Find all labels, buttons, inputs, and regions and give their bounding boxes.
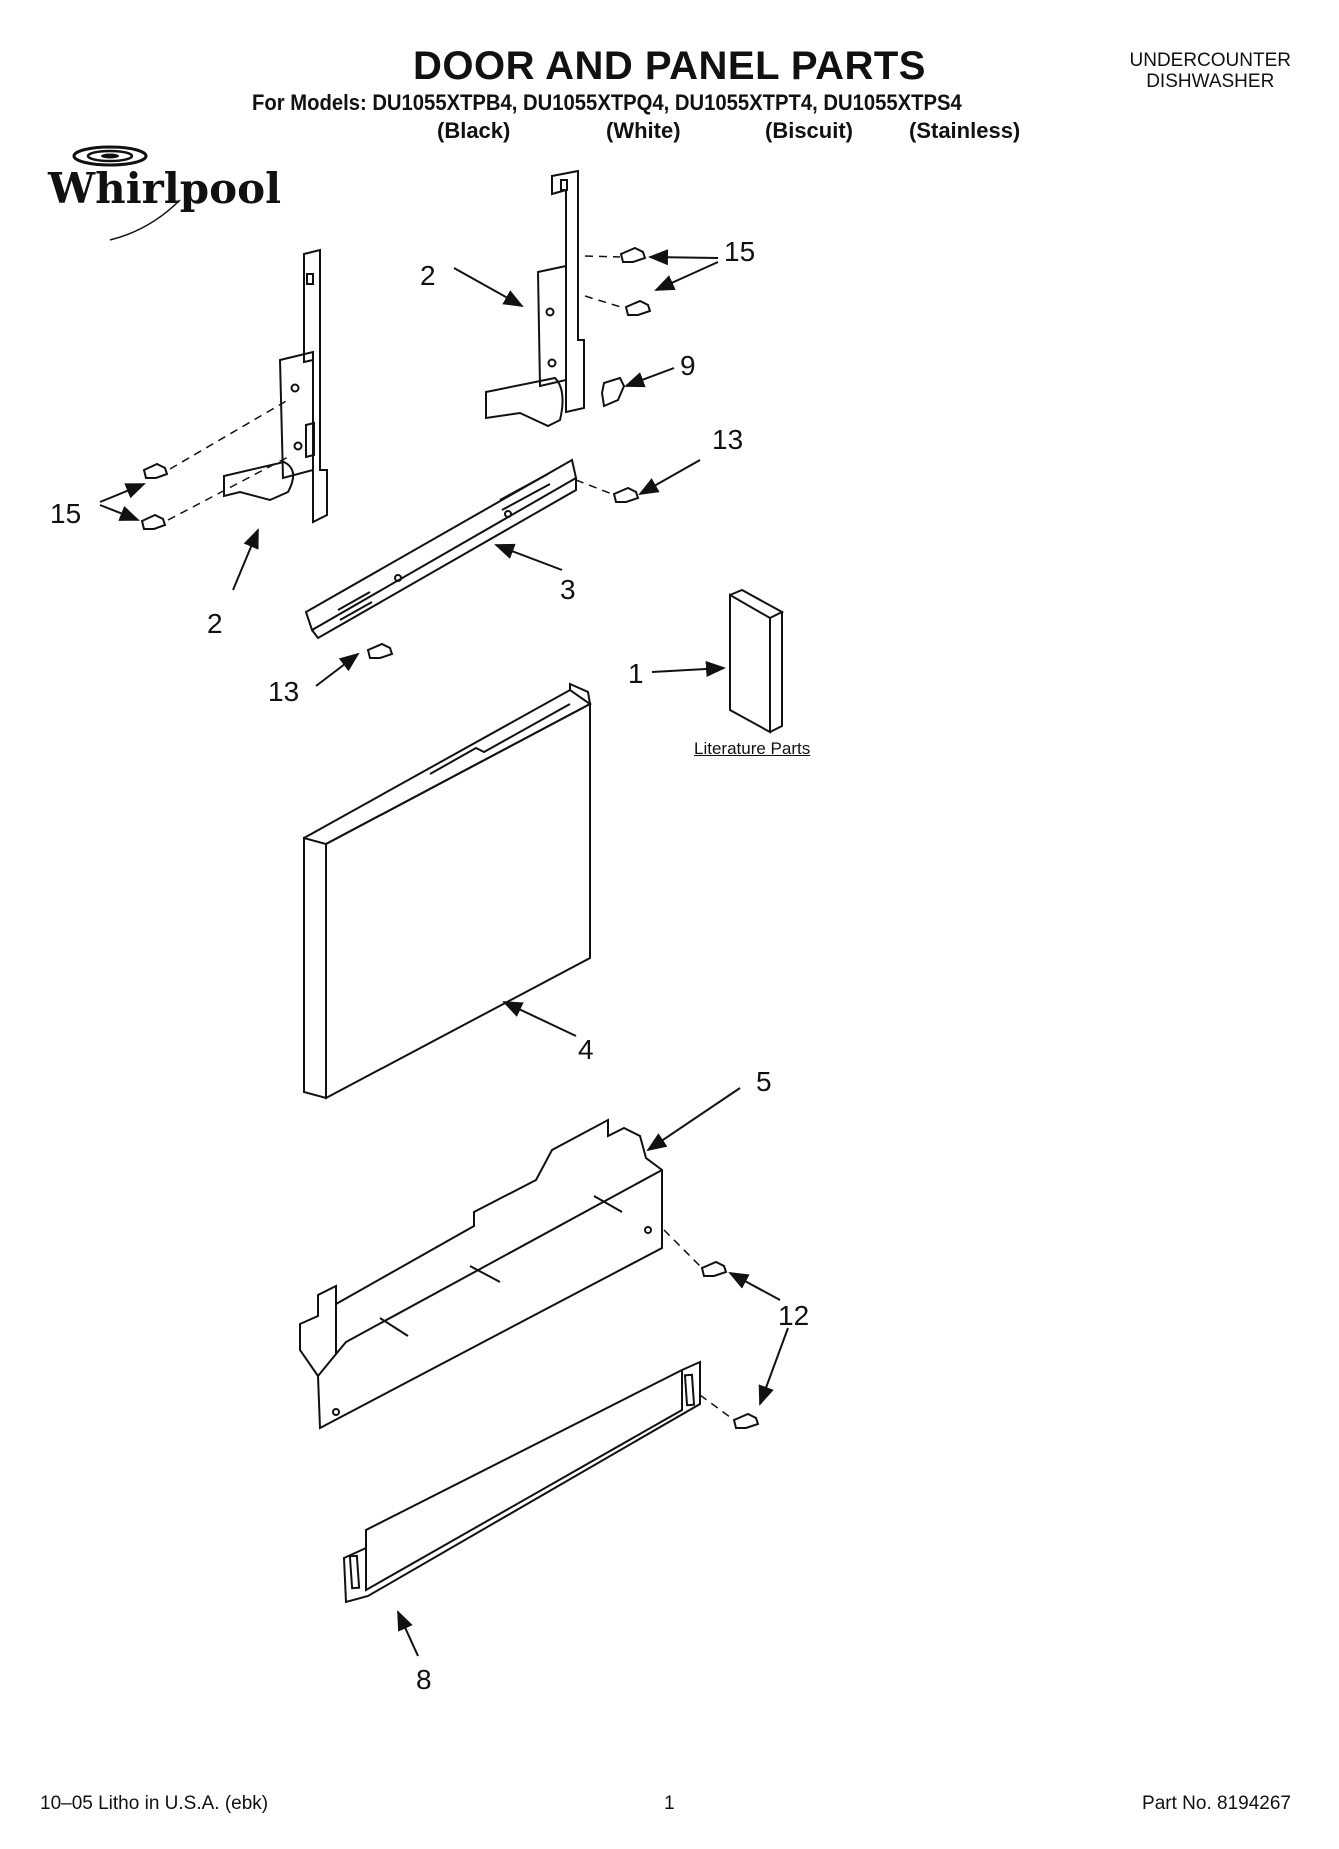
- screws-15-left: [140, 462, 169, 530]
- color-white: (White): [606, 118, 681, 143]
- color-stainless: (Stainless): [909, 118, 1021, 143]
- callout-4: 4: [578, 1034, 594, 1065]
- callout-arrows: [99, 249, 789, 1657]
- left-hinge-bracket: [223, 248, 328, 524]
- callout-8: 8: [416, 1664, 432, 1695]
- callout-1: 1: [628, 658, 644, 689]
- models-line: For Models: DU1055XTPB4, DU1055XTPQ4, DU…: [252, 90, 962, 115]
- literature-parts-label: Literature Parts: [694, 739, 811, 758]
- callout-15-left: 15: [50, 498, 82, 529]
- screw-12-upper: [700, 1260, 728, 1277]
- callout-2-top: 2: [420, 260, 436, 291]
- color-black: (Black): [437, 118, 511, 143]
- appliance-category: UNDERCOUNTER DISHWASHER: [1130, 50, 1292, 92]
- category-line-1: UNDERCOUNTER: [1129, 50, 1292, 71]
- assembly-lines: [167, 255, 735, 1421]
- page-title: DOOR AND PANEL PARTS: [413, 44, 926, 88]
- door-brace-3: [304, 458, 578, 640]
- toe-kick-panel-5: [299, 1118, 663, 1430]
- kick-plate-8: [342, 1360, 701, 1604]
- callout-9: 9: [680, 350, 696, 381]
- screw-12-lower: [732, 1412, 760, 1429]
- right-hinge-bracket: [485, 169, 585, 428]
- brand-logo-text: Whirlpool: [48, 164, 282, 213]
- callout-13-right: 13: [712, 424, 744, 455]
- footer-litho: 10–05 Litho in U.S.A. (ebk): [40, 1793, 269, 1814]
- screw-13-left: [366, 642, 394, 659]
- callout-12: 12: [778, 1300, 810, 1331]
- door-panel-4: [303, 682, 592, 1100]
- footer-part-number: Part No. 8194267: [1142, 1793, 1291, 1814]
- whirlpool-logo: [72, 145, 181, 241]
- category-line-2: DISHWASHER: [1146, 71, 1275, 92]
- screws-15-top: [619, 246, 652, 316]
- color-biscuit: (Biscuit): [765, 118, 853, 143]
- callout-15-top: 15: [724, 236, 756, 267]
- literature-1: [729, 588, 785, 734]
- footer-page-number: 1: [664, 1793, 675, 1814]
- callout-3: 3: [560, 574, 576, 605]
- callout-5: 5: [756, 1066, 772, 1097]
- callout-2-left: 2: [207, 608, 223, 639]
- callout-13-left: 13: [268, 676, 300, 707]
- screw-13-right: [612, 486, 640, 503]
- clip-9: [600, 376, 626, 408]
